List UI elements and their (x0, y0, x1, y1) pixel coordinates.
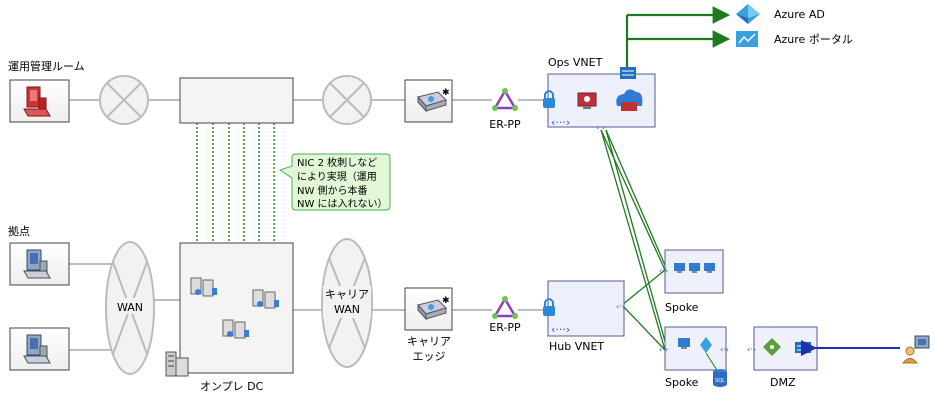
azure-links (625, 6, 731, 67)
top-router-icon: ✱ (404, 79, 453, 123)
callout-line-1: NIC 2 枚刺しなど (297, 156, 377, 169)
ops-network-box (179, 77, 294, 124)
hub-vnet-box (547, 280, 625, 337)
ops-vnet-firewall-icon (620, 67, 636, 79)
er-pp-bottom-icon (492, 296, 518, 319)
ops-room-label: 運用管理ルーム (8, 59, 85, 73)
azure-ad-label: Azure AD (774, 8, 825, 21)
sql-database-icon: SQL (713, 369, 727, 387)
carrier-wan-label-1: キャリア (325, 288, 369, 301)
ops-room-pc-icon (9, 79, 70, 123)
hub-vnet-gateway-lock-icon (543, 298, 555, 316)
spoke-bottom-lb-icon (700, 337, 712, 353)
sql-label: SQL (715, 378, 725, 384)
hub-vnet-network-icon: ‹···› (551, 323, 570, 336)
carrier-wan-label-2: WAN (334, 303, 360, 316)
spoke-bottom-label: Spoke (665, 376, 699, 389)
top-switch-1-icon (99, 75, 149, 125)
svg-text:✱: ✱ (442, 88, 450, 98)
dmz-peering-icon: ‹·› (747, 345, 756, 354)
spoke-top-vm-icons (674, 263, 715, 273)
ops-to-spoke-links (600, 129, 669, 353)
spoke-bottom-peering-icon: ‹·› (659, 345, 668, 354)
dc-server-group-2-icon (222, 319, 249, 339)
carrier-edge-router-icon: ✱ (404, 287, 453, 331)
carrier-wan-label-bg (323, 286, 371, 318)
azure-ad-icon (736, 4, 760, 24)
dc-server-group-3-icon (252, 289, 279, 309)
dmz-label: DMZ (770, 376, 796, 389)
onprem-dc-box (179, 242, 294, 374)
ops-vnet-network-icon: ‹···› (551, 116, 570, 129)
dc-server-group-1-icon (190, 277, 217, 297)
dmz-lb-icon (763, 338, 781, 356)
svg-text:✱: ✱ (442, 296, 450, 306)
site-pc-2-icon (9, 327, 70, 371)
spoke-bottom-box (664, 326, 727, 371)
carrier-edge-label-1: キャリア (407, 335, 451, 348)
spoke-bottom-vm-icon (678, 338, 690, 349)
nic-callout: NIC 2 枚刺しなど により実現（運用 NW 側から本番 NW には入れない） (278, 153, 391, 211)
dmz-firewall-icon (795, 342, 811, 353)
site-label: 拠点 (8, 225, 30, 238)
spoke-top-box (664, 249, 724, 294)
svg-text:‹···›: ‹···› (551, 116, 570, 129)
er-pp-bottom-label: ER-PP (489, 321, 521, 334)
er-pp-top-label: ER-PP (489, 118, 521, 131)
ops-cloud-service-icon (616, 89, 643, 111)
spoke-top-peering-icon: ‹·› (659, 266, 668, 275)
er-pp-top-icon (492, 88, 518, 111)
callout-line-4: NW には入れない） (297, 198, 388, 210)
internet-user-icon (901, 335, 930, 364)
top-switch-2-icon (322, 75, 372, 125)
ops-vnet-label: Ops VNET (548, 56, 603, 69)
spoke-dmz-peering-icon: ‹·› (720, 345, 729, 354)
ops-vnet-gateway-lock-icon (543, 90, 555, 108)
wan-label: WAN (117, 301, 143, 314)
onprem-dc-label: オンプレ DC (200, 380, 264, 393)
datacenter-building-icon (165, 351, 189, 377)
site-pc-1-icon (9, 242, 70, 286)
callout-line-2: により実現（運用 (297, 170, 377, 183)
azure-portal-icon (736, 31, 758, 47)
ops-vm-icon (577, 92, 597, 109)
callout-line-3: NW 側から本番 (297, 184, 368, 197)
wan-label-bg (114, 298, 146, 314)
azure-portal-label: Azure ポータル (774, 33, 853, 46)
spoke-top-label: Spoke (665, 301, 699, 314)
carrier-edge-label-2: エッジ (413, 350, 446, 363)
hub-vnet-peering-icon: ‹·› (616, 302, 625, 311)
hub-vnet-label: Hub VNET (549, 340, 604, 353)
ops-vnet-peering-icon: ‹·› (596, 123, 605, 132)
